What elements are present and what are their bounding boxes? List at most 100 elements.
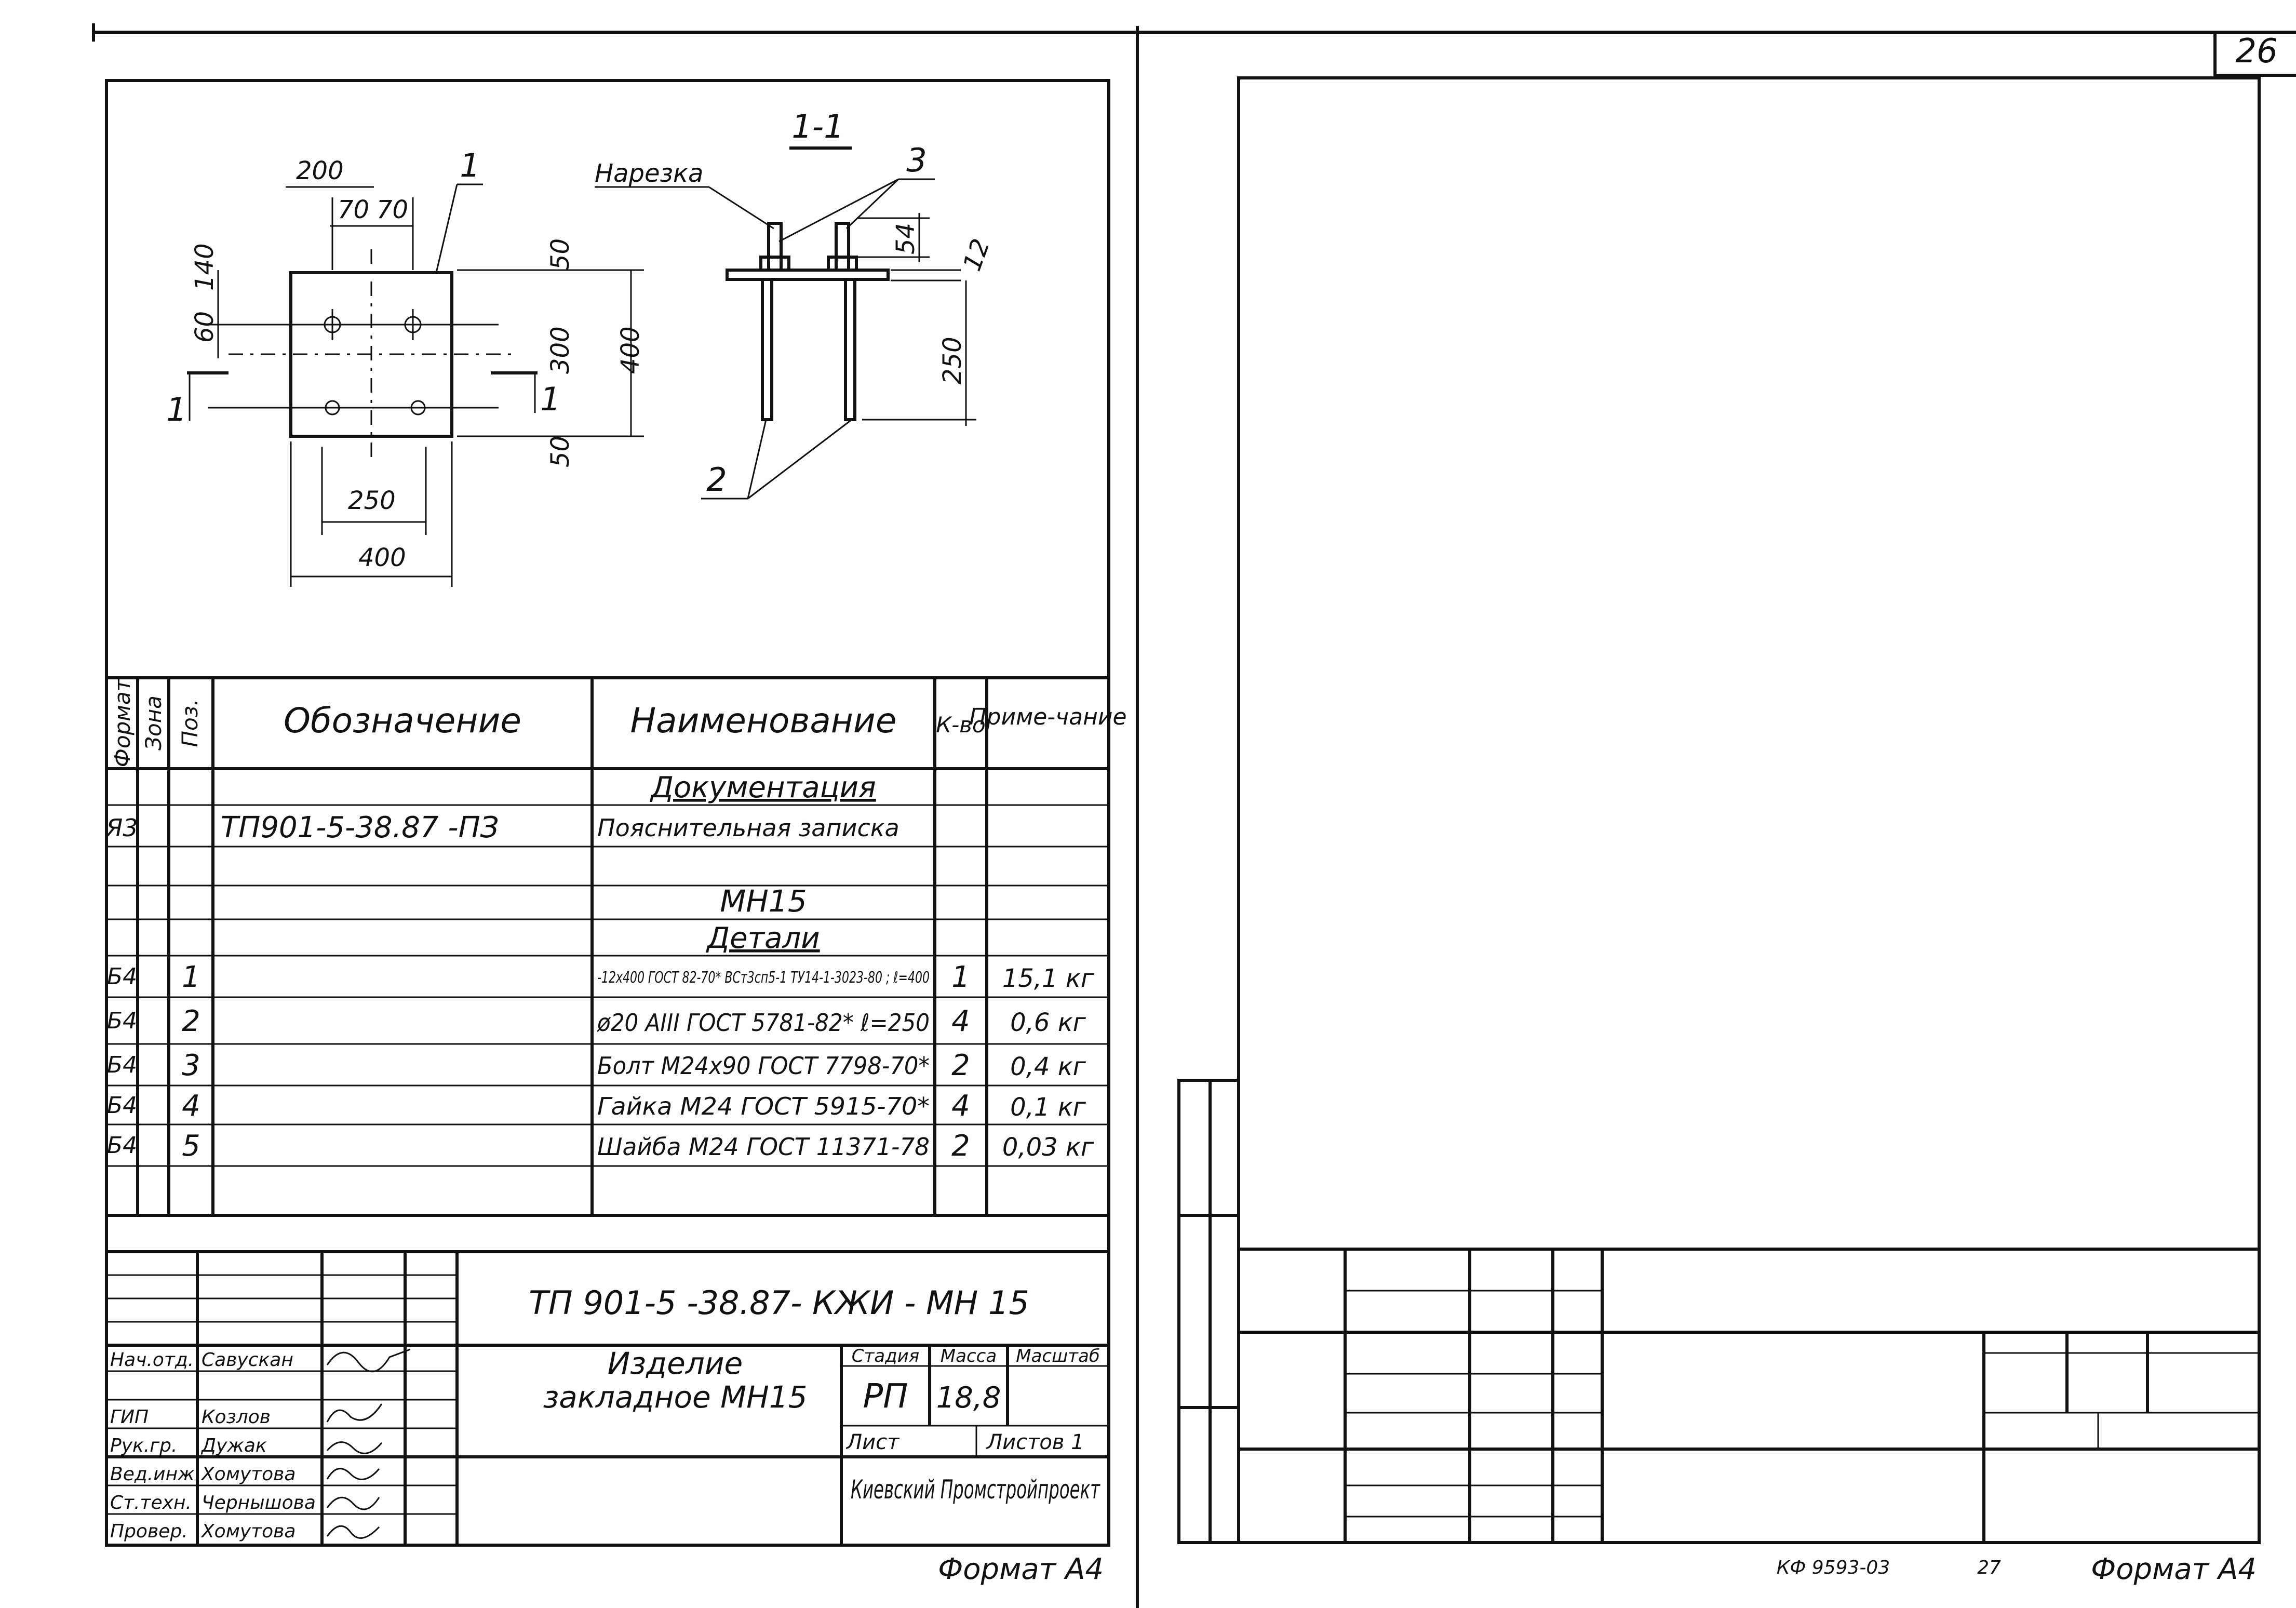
right-sheet: КФ 9593-03 27 Формат А4: [1177, 76, 2261, 1586]
document-title-line1: Изделие: [608, 1346, 743, 1381]
left-sheet-frame: [105, 79, 1110, 1547]
row-format: Б4: [107, 1008, 137, 1034]
row-name: -12x400 ГОСТ 82-70* ВСт3сп5-1 ТУ14-1-302…: [597, 969, 930, 987]
mass-value: 18,8: [936, 1381, 1001, 1415]
dim-60: 60: [190, 311, 219, 343]
dim-70-left: 70: [338, 195, 369, 224]
page-number-box: [2213, 32, 2296, 77]
section-documentation: Документация: [649, 771, 876, 805]
dim-300: 300: [546, 326, 575, 374]
row-note: 15,1 кг: [1002, 964, 1094, 993]
dim-12: 12: [958, 235, 996, 275]
role-label: Рук.гр.: [110, 1435, 177, 1456]
role-name: Козлов: [202, 1406, 271, 1428]
format-label-right: Формат А4: [2091, 1552, 2257, 1586]
role-name: Савускан: [202, 1349, 293, 1371]
leader-line: [778, 178, 899, 243]
leader-line: [708, 186, 774, 230]
section-mh15: МН15: [720, 883, 807, 919]
role-name: Дужак: [200, 1435, 267, 1456]
leader-line: [747, 419, 767, 499]
sheets-label: Листов 1: [986, 1430, 1084, 1454]
role-label: Нач.отд.: [110, 1349, 194, 1371]
dim-400-vertical: 400: [616, 326, 645, 374]
signature-mark: [326, 1348, 411, 1373]
row-qty: 4: [951, 1004, 970, 1038]
header-designation: Обозначение: [284, 701, 521, 741]
stage-label: Стадия: [852, 1346, 919, 1366]
format-label-left: Формат А4: [938, 1552, 1104, 1586]
role-label: Вед.инж.: [110, 1464, 200, 1485]
leader-line: [747, 419, 852, 500]
section-view: 1-1 Нарезка 3 54 12 250: [595, 108, 996, 500]
callout-pos-2: 2: [706, 461, 727, 499]
footer-number: 27: [1977, 1557, 2001, 1578]
role-label: Ст.техн.: [110, 1492, 192, 1513]
row-format: Я3: [105, 814, 138, 842]
header-note: Приме-чание: [969, 704, 1126, 730]
anchor-rod-mark: [408, 400, 428, 416]
section-cut-label-left: 1: [166, 391, 186, 428]
table-row: Б4 4 Гайка М24 ГОСТ 5915-70* 4 0,1 кг: [107, 1089, 1086, 1123]
dim-140: 140: [190, 243, 219, 291]
plate-section: [726, 269, 890, 281]
footer-code: КФ 9593-03: [1777, 1557, 1890, 1578]
row-qty: 1: [951, 960, 970, 994]
dim-50-bottom: 50: [546, 436, 575, 467]
section-details: Детали: [705, 921, 820, 955]
table-row: Б4 3 Болт М24x90 ГОСТ 7798-70* 2 0,4 кг: [107, 1049, 1086, 1082]
dim-250-vertical: 250: [938, 337, 967, 384]
bolt-hole: [404, 309, 422, 340]
callout-pos-3: 3: [906, 141, 927, 179]
table-row: Б4 2 ø20 AIII ГОСТ 5781-82* ℓ=250 4 0,6 …: [107, 1004, 1086, 1038]
document-code: ТП 901-5 -38.87- КЖИ - МН 15: [529, 1284, 1029, 1322]
signature-mark: [326, 1441, 383, 1454]
row-name: Гайка М24 ГОСТ 5915-70*: [597, 1092, 930, 1120]
row-note: 0,6 кг: [1010, 1008, 1086, 1037]
plan-view: 200 70 70 140 60 400 50 300 50 250 400: [166, 146, 645, 587]
rod-section: [761, 278, 773, 421]
row-pos: 1: [182, 960, 200, 994]
left-sheet: 200 70 70 140 60 400 50 300 50 250 400: [105, 79, 1127, 1586]
dim-50-top: 50: [546, 238, 575, 270]
header-qty: К-во: [936, 712, 985, 738]
row-format: Б4: [107, 1052, 137, 1078]
dim-200: 200: [296, 156, 344, 185]
row-format: Б4: [107, 1132, 137, 1159]
row-pos: 2: [182, 1004, 200, 1038]
header-name: Наименование: [630, 701, 897, 741]
page-number: 26: [2235, 32, 2277, 71]
header-format: Формат: [110, 678, 135, 767]
signature-mark: [326, 1403, 383, 1423]
role-label: Провер.: [110, 1521, 188, 1542]
stage-value: РП: [863, 1377, 908, 1416]
row-qty: 4: [951, 1089, 970, 1123]
note-thread: Нарезка: [595, 159, 703, 188]
row-pos: 5: [182, 1129, 200, 1163]
organization: Киевский Промстройпроект: [851, 1475, 1100, 1505]
table-row: Б4 5 Шайба М24 ГОСТ 11371-78 2 0,03 кг: [107, 1129, 1094, 1163]
scale-label: Масштаб: [1016, 1346, 1100, 1366]
dim-400-horizontal: 400: [358, 543, 406, 572]
row-format: Б4: [107, 963, 137, 990]
role-name: Хомутова: [200, 1464, 296, 1485]
leader-line: [435, 184, 458, 273]
table-row: Б4 1 -12x400 ГОСТ 82-70* ВСт3сп5-1 ТУ14-…: [107, 960, 1094, 994]
header-zone: Зона: [141, 695, 166, 751]
nut-section: [759, 256, 790, 272]
row-name: Шайба М24 ГОСТ 11371-78: [597, 1133, 930, 1161]
row-name: Болт М24x90 ГОСТ 7798-70*: [597, 1052, 930, 1080]
callout-pos-1: 1: [460, 146, 480, 184]
header-pos: Поз.: [177, 699, 203, 747]
nut-section: [827, 256, 858, 272]
dim-70-right: 70: [377, 195, 408, 224]
signature-mark: [326, 1468, 380, 1480]
signature-mark: [326, 1496, 380, 1510]
right-sheet-frame: [1237, 76, 2261, 1544]
row-note: 0,1 кг: [1010, 1093, 1086, 1122]
row-qty: 2: [951, 1129, 970, 1163]
rod-section: [844, 278, 856, 421]
section-title: 1-1: [791, 108, 844, 145]
bolt-section: [835, 222, 850, 272]
